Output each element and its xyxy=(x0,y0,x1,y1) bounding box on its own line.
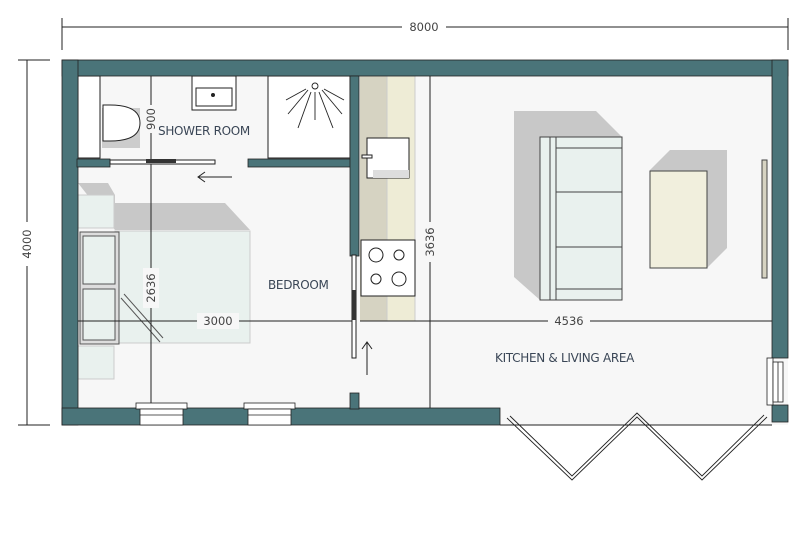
wall-tv xyxy=(761,159,768,279)
window-bedroom-2 xyxy=(243,402,296,426)
toilet xyxy=(102,104,141,142)
living-width-label: 4536 xyxy=(554,314,583,328)
bed-shadow xyxy=(78,183,250,230)
bedroom-width-label: 3000 xyxy=(203,314,232,328)
bedroom-depth-label: 2636 xyxy=(144,273,158,302)
dimension-bedroom-width: 3000 xyxy=(77,313,352,329)
arrow-up-icon xyxy=(361,341,373,375)
dimension-bedroom-depth: 2636 900 xyxy=(143,76,159,408)
bifold-doors[interactable] xyxy=(500,412,772,481)
living-depth-label: 3636 xyxy=(423,227,437,256)
shower-depth-label: 900 xyxy=(144,108,158,130)
room-label-kitchen-living: KITCHEN & LIVING AREA xyxy=(495,351,635,365)
arrow-left-icon xyxy=(197,171,232,183)
shower-tray xyxy=(267,75,351,159)
hob xyxy=(360,239,416,297)
shower-head-icon xyxy=(285,82,345,129)
pillow xyxy=(82,235,116,285)
coffee-table xyxy=(649,170,708,269)
dimension-overall-width: 8000 xyxy=(61,18,789,50)
pillow xyxy=(82,288,116,341)
window-bedroom-1 xyxy=(135,402,188,426)
dimension-living-width: 4536 xyxy=(360,313,772,329)
tap-icon xyxy=(361,154,373,159)
dimension-living-depth: 3636 xyxy=(422,76,438,408)
room-label-shower-room: SHOWER ROOM xyxy=(158,124,250,138)
wc-boxing xyxy=(77,75,101,159)
overall-width-label: 8000 xyxy=(409,20,438,34)
bedside-table-top xyxy=(77,194,115,229)
window-living-side xyxy=(766,357,784,406)
overall-depth-label: 4000 xyxy=(20,229,34,258)
dimension-overall-depth: 4000 xyxy=(18,59,50,426)
room-label-bedroom: BEDROOM xyxy=(268,278,329,292)
bedside-table-bottom xyxy=(77,345,115,380)
